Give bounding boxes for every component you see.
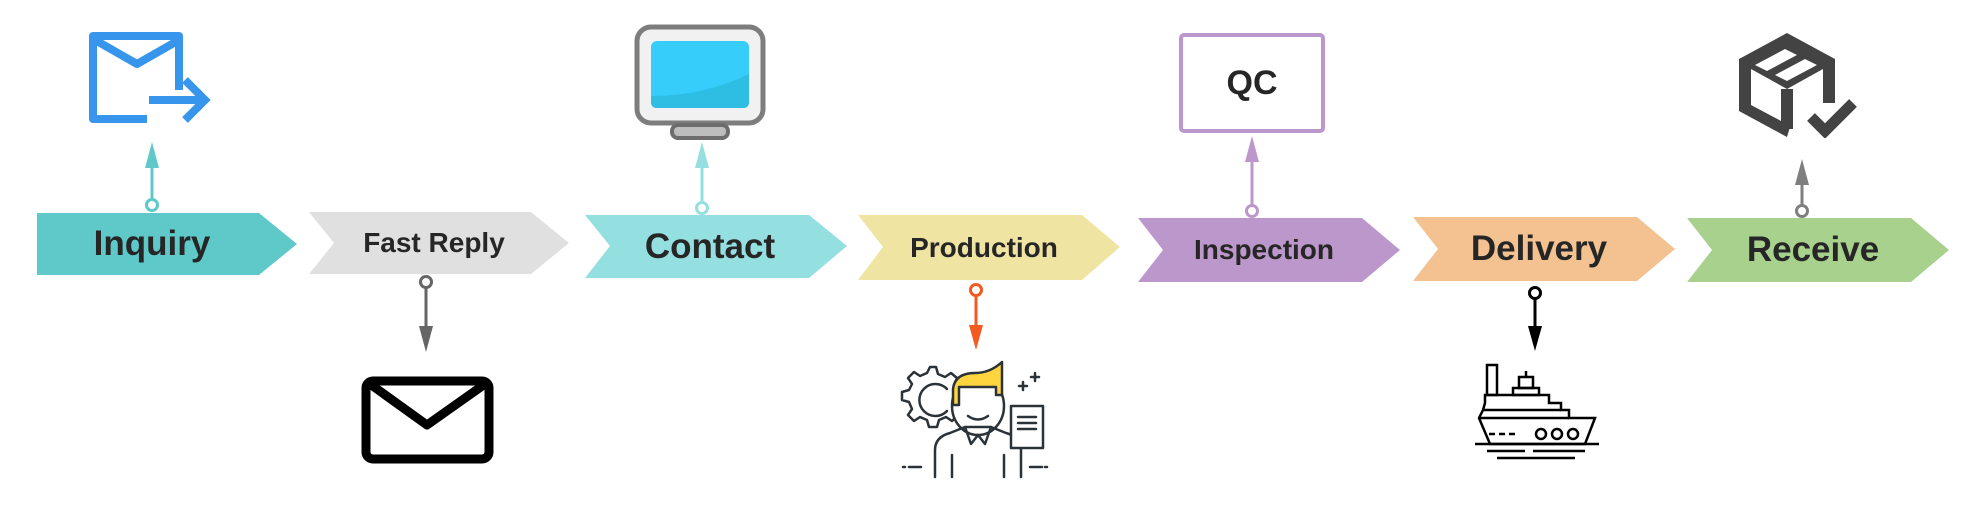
connector-delivery: [1528, 286, 1542, 351]
connector-inquiry: [145, 142, 159, 212]
step-label-fast-reply: Fast Reply: [363, 227, 505, 258]
connector-contact: [695, 142, 709, 215]
step-receive: Receive: [1687, 218, 1949, 282]
connector-inspection: [1245, 136, 1259, 218]
step-fast-reply: Fast Reply: [309, 212, 569, 274]
monitor-icon: [634, 24, 766, 140]
step-inquiry: Inquiry: [37, 213, 297, 275]
step-label-delivery: Delivery: [1470, 229, 1608, 268]
email-send-icon: [89, 32, 211, 123]
connector-receive: [1795, 159, 1809, 218]
connector-production: [969, 283, 983, 350]
envelope-icon: [361, 376, 494, 464]
step-label-production: Production: [910, 231, 1058, 263]
step-contact: Contact: [585, 215, 847, 278]
connector-fast-reply: [419, 275, 433, 352]
package-check-icon: [1739, 33, 1857, 138]
arrow-shape-inspection: [1138, 218, 1400, 282]
step-delivery: Delivery: [1413, 217, 1675, 281]
step-label-inquiry: Inquiry: [93, 224, 211, 263]
arrow-shape-delivery: [1413, 217, 1675, 281]
ship-icon: [1475, 363, 1599, 460]
arrow-shape-contact: [585, 215, 847, 278]
step-production: Production: [858, 215, 1120, 280]
arrow-shape-receive: [1687, 218, 1949, 282]
qc-label: QC: [1226, 63, 1278, 102]
arrow-shape-fast-reply: [309, 212, 569, 274]
step-label-inspection: Inspection: [1193, 234, 1334, 265]
step-label-contact: Contact: [644, 226, 776, 266]
worker-icon: [900, 360, 1049, 479]
arrow-shape-inquiry: [37, 213, 297, 275]
qc-box: QC: [1179, 33, 1325, 133]
arrow-shape-production: [858, 215, 1120, 280]
step-label-receive: Receive: [1746, 230, 1880, 269]
step-inspection: Inspection: [1138, 218, 1400, 282]
